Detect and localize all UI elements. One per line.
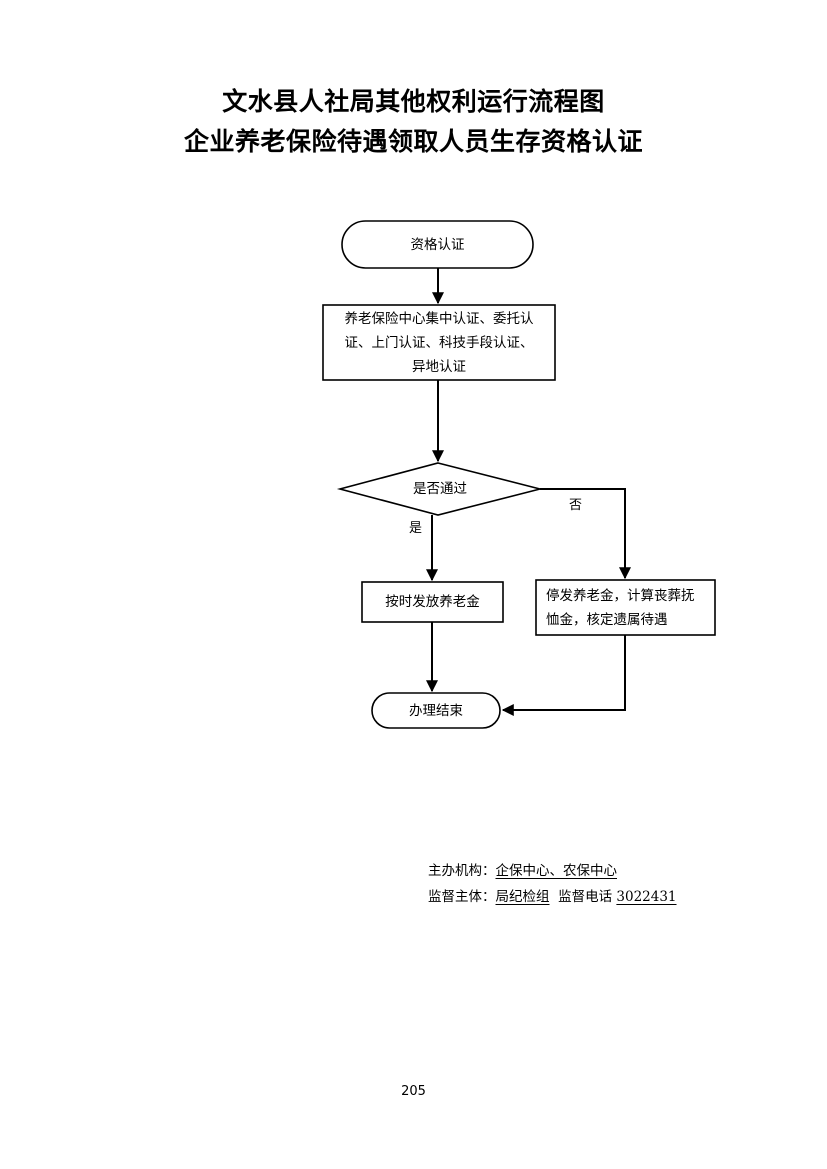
footer-supervisor-row: 监督主体：局纪检组 监督电话 3022431 bbox=[428, 884, 681, 910]
edge-decision-to-fail bbox=[540, 488, 631, 580]
footer-organizer-label: 主办机构： bbox=[428, 863, 496, 879]
footer-organizer-value: 企保中心、农保中心 bbox=[495, 863, 618, 879]
title-line-1: 文水县人社局其他权利运行流程图 bbox=[222, 87, 605, 116]
footer-supervisor-value: 局纪检组 bbox=[495, 889, 550, 905]
node-pass-shape bbox=[361, 581, 504, 623]
branch-label-no: 否 bbox=[569, 498, 583, 513]
title-line-2: 企业养老保险待遇领取人员生存资格认证 bbox=[183, 127, 643, 156]
page-title: 文水县人社局其他权利运行流程图 企业养老保险待遇领取人员生存资格认证 bbox=[0, 82, 827, 162]
node-decision-shape bbox=[336, 462, 541, 516]
branch-label-yes: 是 bbox=[409, 521, 423, 536]
node-process-shape bbox=[322, 304, 556, 381]
node-end-shape bbox=[371, 692, 501, 729]
node-fail-shape bbox=[535, 579, 716, 636]
footer-phone-label: 监督电话 bbox=[558, 889, 613, 905]
page-number: 205 bbox=[401, 1084, 426, 1099]
edge-fail-to-end bbox=[501, 635, 626, 716]
footer-spacer bbox=[550, 889, 559, 905]
footer-phone-value: 3022431 bbox=[616, 889, 677, 905]
node-start-shape bbox=[341, 220, 534, 269]
footer: 主办机构：企保中心、农保中心 监督主体：局纪检组 监督电话 3022431 bbox=[428, 858, 681, 910]
footer-organizer-row: 主办机构：企保中心、农保中心 bbox=[428, 858, 681, 884]
footer-supervisor-label: 监督主体： bbox=[428, 889, 496, 905]
